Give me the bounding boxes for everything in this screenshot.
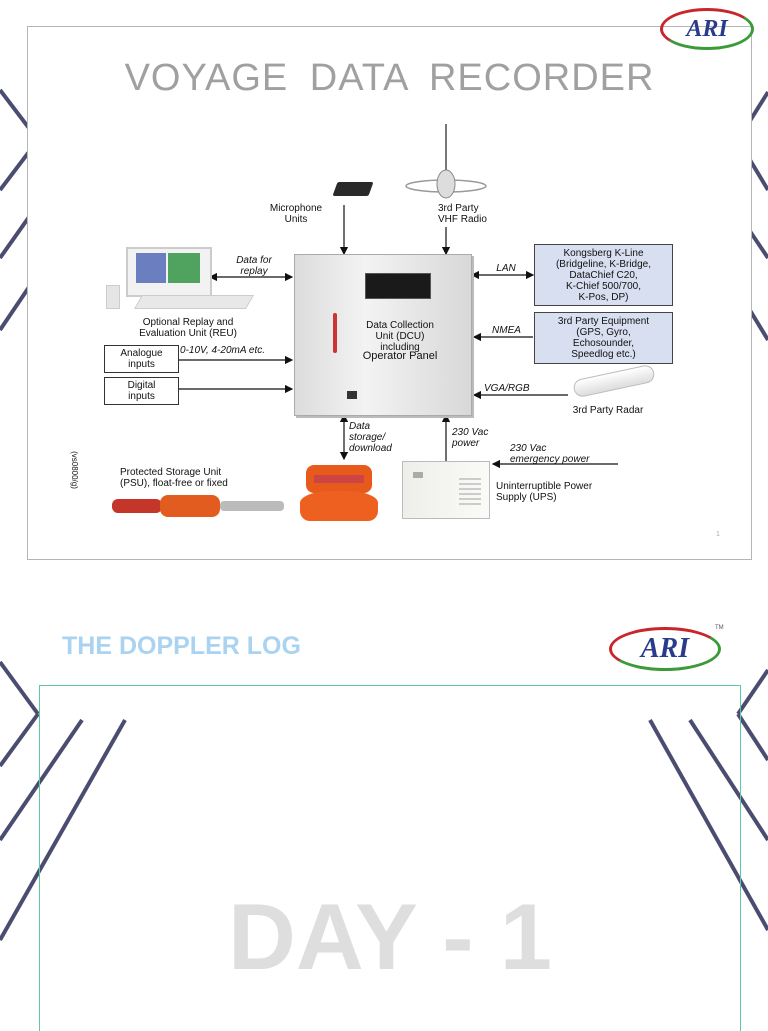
microphone-label: Microphone Units [269,203,323,225]
emergency-power-label: 230 Vac emergency power [510,443,590,465]
ups-label: Uninterruptible Power Supply (UPS) [496,481,593,503]
dcu-cabinet: Data Collection Unit (DCU) including Ope… [294,254,472,416]
dcu-label: Data Collection Unit (DCU) including [366,320,434,353]
chevron-line [0,719,127,941]
door-handle [333,313,337,353]
nmea-label: NMEA [492,325,521,336]
diagram-code: (vs0800/g) [70,451,79,489]
vga-label: VGA/RGB [484,383,530,394]
digital-inputs-box: Digital inputs [104,377,179,405]
operator-panel-label: Operator Panel [362,350,438,362]
power-label: 230 Vac power [452,427,489,449]
vhf-antenna-image [405,124,487,199]
slide-voyage-data-recorder: VOYAGE DATA RECORDER Microphone Unit [27,26,752,560]
ups-image [402,461,490,519]
third-party-equipment-box: 3rd Party Equipment (GPS, Gyro, Echosoun… [534,312,673,364]
diagram-arrows [179,205,618,469]
storage-label: Data storage/ download [349,421,392,454]
doppler-log-heading: THE DOPPLER LOG [62,632,301,660]
slide-doppler-log: DAY - 1 [39,685,741,1031]
analogue-range-label: 0-10V, 4-20mA etc. [180,345,266,356]
psu-image [112,493,284,519]
chevron-line [0,660,40,716]
recorder-image [300,461,380,523]
day-label: DAY - 1 [228,884,552,989]
radar-label: 3rd Party Radar [572,405,644,416]
operator-panel-display [365,273,431,299]
chevron-line [0,718,84,842]
reu-computer-image [106,245,255,310]
ari-logo-top: ARI [658,6,754,50]
chevron-line [736,712,768,762]
dcu-logo-badge [347,391,357,399]
chevron-line [736,668,768,716]
psu-label: Protected Storage Unit (PSU), float-free… [120,467,228,489]
analogue-inputs-box: Analogue inputs [104,345,179,373]
ari-logo-oval: ARI [660,8,754,50]
ari-logo-oval: ARI [609,627,721,671]
chevron-line [648,719,768,931]
vhf-label: 3rd Party VHF Radio [438,203,487,225]
page-number: 1 [716,531,720,538]
reu-label: Optional Replay and Evaluation Unit (REU… [139,317,237,339]
microphone-unit-image [332,182,374,196]
trademark-label: TM [715,625,724,631]
chevron-line [688,718,768,842]
chevron-line [0,712,40,768]
lan-label: LAN [496,263,516,274]
slide-title: VOYAGE DATA RECORDER [124,57,655,99]
data-for-replay-label: Data for replay [236,255,272,277]
kongsberg-box: Kongsberg K-Line (Bridgeline, K-Bridge, … [534,244,673,306]
ari-logo-bottom: ARI TM [605,623,727,673]
